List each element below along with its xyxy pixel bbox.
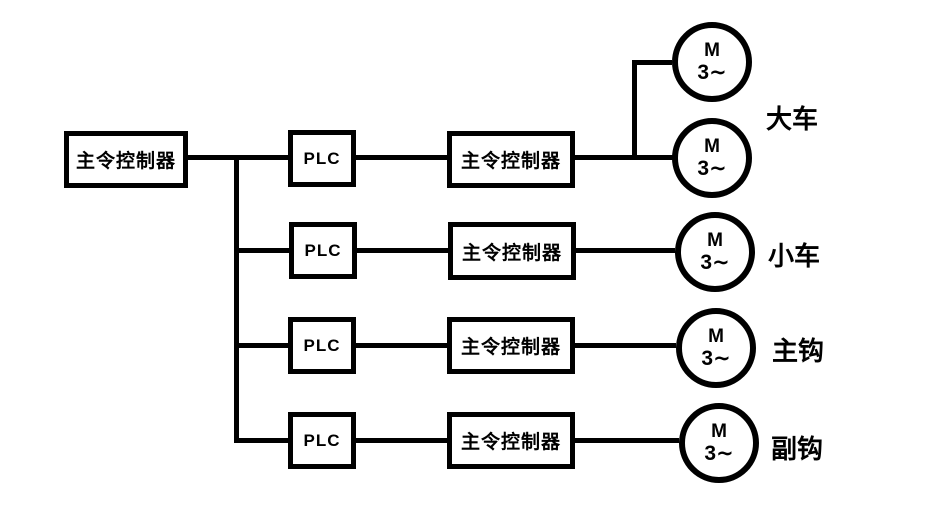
connector-line: [356, 438, 447, 443]
controller-box: 主令控制器: [447, 131, 575, 188]
connector-line: [357, 248, 448, 253]
motor-symbol: M 3∼: [679, 403, 759, 483]
group-label: 主钩: [772, 336, 825, 366]
motor-phase: 3∼: [697, 157, 727, 180]
motor-symbol: M 3∼: [672, 22, 752, 102]
connector-line: [575, 343, 676, 348]
controller-box: 主令控制器: [447, 412, 575, 469]
master-controller-box: 主令控制器: [64, 131, 188, 188]
plc-label: PLC: [303, 148, 341, 168]
motor-letter: M: [708, 326, 724, 347]
connector-line: [234, 248, 289, 253]
plc-box: PLC: [288, 412, 356, 469]
group-label: 小车: [768, 241, 821, 271]
connector-line: [356, 155, 447, 160]
controller-label: 主令控制器: [460, 432, 561, 453]
motor-symbol: M 3∼: [672, 118, 752, 198]
motor-symbol: M 3∼: [675, 212, 755, 292]
connector-line: [575, 155, 675, 160]
motor-letter: M: [711, 421, 727, 442]
motor-phase: 3∼: [701, 347, 731, 370]
motor-letter: M: [704, 136, 720, 157]
plc-label: PLC: [304, 240, 342, 260]
master-controller-label: 主令控制器: [75, 151, 176, 172]
controller-box: 主令控制器: [448, 222, 576, 280]
controller-label: 主令控制器: [460, 337, 561, 358]
connector-line: [632, 60, 637, 160]
connector-line: [234, 438, 288, 443]
controller-label: 主令控制器: [461, 242, 562, 264]
motor-phase: 3∼: [697, 61, 727, 84]
connector-line: [632, 60, 672, 65]
motor-letter: M: [707, 230, 723, 251]
connector-line: [356, 343, 447, 348]
controller-box: 主令控制器: [447, 317, 575, 374]
motor-phase: 3∼: [700, 251, 730, 274]
plc-label: PLC: [303, 430, 341, 450]
connector-line: [234, 343, 288, 348]
motor-symbol: M 3∼: [676, 308, 756, 388]
connector-line: [575, 438, 679, 443]
group-label: 副钩: [771, 434, 824, 464]
group-label: 大车: [766, 104, 819, 134]
motor-letter: M: [704, 40, 720, 61]
plc-box: PLC: [288, 317, 356, 374]
plc-label: PLC: [303, 335, 341, 355]
bus-line: [234, 155, 239, 443]
plc-box: PLC: [289, 222, 357, 279]
connector-line: [576, 248, 675, 253]
plc-box: PLC: [288, 130, 356, 187]
motor-phase: 3∼: [704, 442, 734, 465]
controller-label: 主令控制器: [460, 151, 561, 172]
